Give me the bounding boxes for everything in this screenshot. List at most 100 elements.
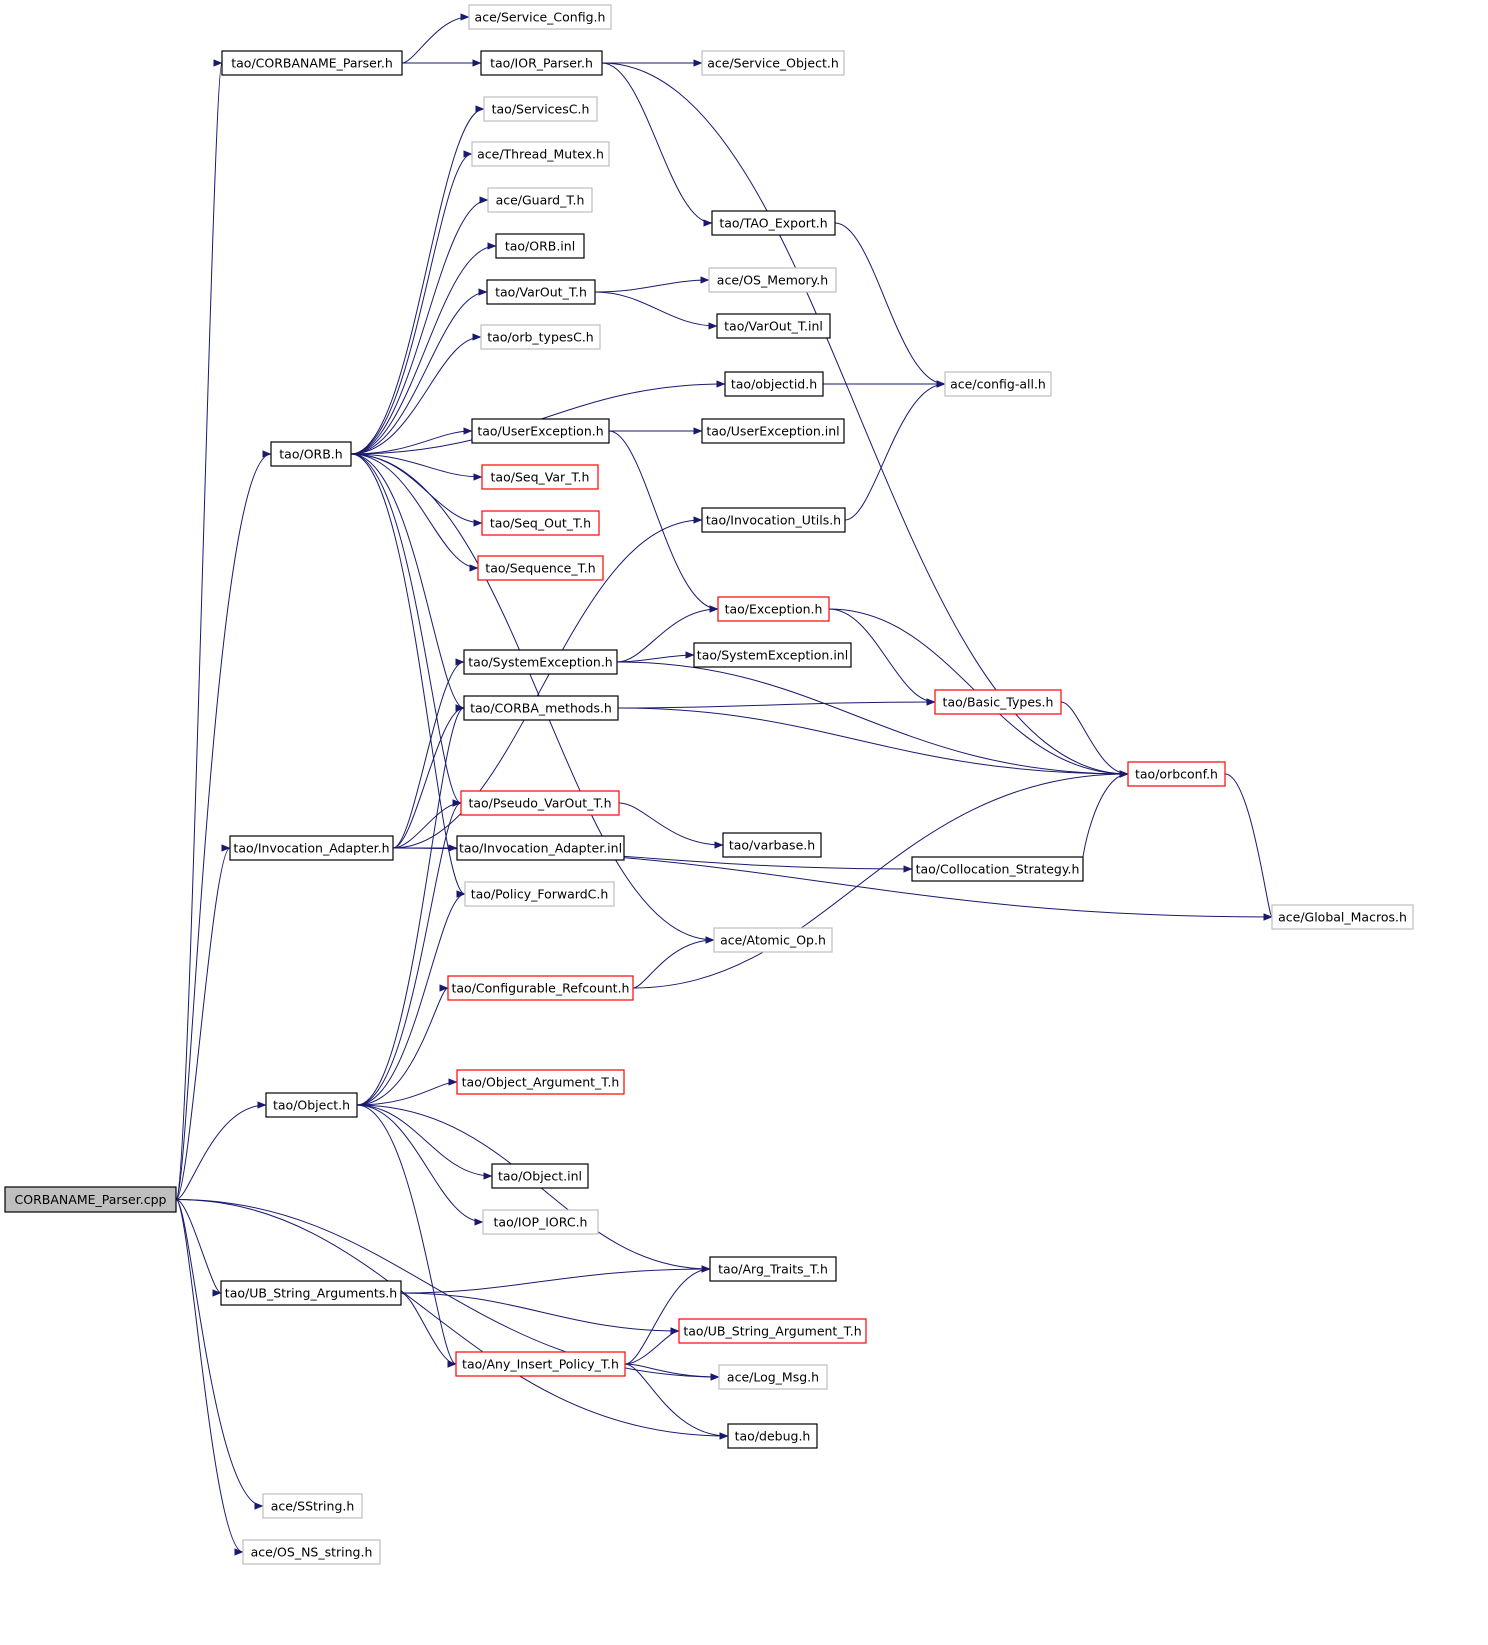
node-sstring[interactable]: ace/SString.h (262, 1493, 363, 1519)
node-label-exception_h: tao/Exception.h (725, 602, 823, 617)
node-debug_h[interactable]: tao/debug.h (727, 1423, 818, 1449)
node-systemexception_inl[interactable]: tao/SystemException.inl (693, 642, 852, 668)
node-box-global_macros (1271, 904, 1414, 930)
node-box-debug_h (727, 1423, 818, 1449)
node-box-invocation_adapter_inl (456, 835, 625, 861)
node-configurable_refcount[interactable]: tao/Configurable_Refcount.h (447, 975, 634, 1001)
node-box-config_all (944, 371, 1052, 397)
node-box-exception_h (717, 596, 830, 622)
node-userexception_inl[interactable]: tao/UserException.inl (701, 418, 845, 444)
edge-orb_h-to-thread_mutex (350, 150, 473, 455)
edge-corbaname_parser_h-to-service_config (401, 13, 470, 64)
node-label-tao_export: tao/TAO_Export.h (719, 216, 827, 231)
node-box-varout_t_h (486, 279, 596, 305)
edge-root-to-corbaname_parser_h (175, 60, 223, 1200)
node-any_insert_policy_t[interactable]: tao/Any_Insert_Policy_T.h (455, 1351, 626, 1377)
edge-root-to-orb_h (175, 450, 272, 1200)
node-label-orb_inl: tao/ORB.inl (505, 239, 575, 254)
node-label-pseudo_varout: tao/Pseudo_VarOut_T.h (468, 796, 611, 811)
node-box-arg_traits_t (709, 1256, 837, 1282)
edge-ior_parser-to-tao_export (601, 62, 713, 227)
node-sequence_t[interactable]: tao/Sequence_T.h (477, 555, 604, 581)
edge-invocation_utils-to-config_all (844, 380, 946, 521)
node-label-invocation_utils: tao/Invocation_Utils.h (706, 513, 841, 528)
node-invocation_adapter_h[interactable]: tao/Invocation_Adapter.h (229, 835, 394, 861)
node-systemexception_h[interactable]: tao/SystemException.h (463, 649, 618, 675)
node-os_ns_string[interactable]: ace/OS_NS_string.h (242, 1539, 381, 1565)
node-root[interactable]: CORBANAME_Parser.cpp (4, 1186, 177, 1213)
node-orbconf[interactable]: tao/orbconf.h (1127, 761, 1226, 787)
node-label-sequence_t: tao/Sequence_T.h (485, 561, 595, 576)
node-exception_h[interactable]: tao/Exception.h (717, 596, 830, 622)
node-label-ub_string_arguments: tao/UB_String_Arguments.h (225, 1286, 397, 1301)
edge-orb_h-to-orb_inl (350, 242, 497, 455)
node-ub_string_argument_t[interactable]: tao/UB_String_Argument_T.h (678, 1318, 867, 1344)
node-varbase[interactable]: tao/varbase.h (722, 832, 822, 858)
node-invocation_utils[interactable]: tao/Invocation_Utils.h (701, 507, 846, 533)
node-label-root: CORBANAME_Parser.cpp (15, 1192, 167, 1207)
edge-orb_h-to-orb_typesc (350, 333, 482, 455)
node-iop_iorc[interactable]: tao/IOP_IORC.h (482, 1209, 599, 1235)
node-basic_types[interactable]: tao/Basic_Types.h (934, 689, 1062, 715)
node-corbaname_parser_h[interactable]: tao/CORBANAME_Parser.h (221, 50, 403, 76)
node-box-service_config (468, 4, 612, 30)
node-tao_export[interactable]: tao/TAO_Export.h (711, 210, 836, 236)
node-policy_forwardc[interactable]: tao/Policy_ForwardC.h (464, 881, 615, 907)
node-os_memory[interactable]: ace/OS_Memory.h (708, 267, 837, 293)
node-log_msg[interactable]: ace/Log_Msg.h (718, 1364, 828, 1390)
node-box-userexception_h (471, 418, 610, 444)
node-label-policy_forwardc: tao/Policy_ForwardC.h (471, 887, 609, 902)
edge-orb_h-to-servicesc (350, 105, 485, 455)
node-varout_t_inl[interactable]: tao/VarOut_T.inl (716, 313, 831, 339)
node-object_h[interactable]: tao/Object.h (265, 1092, 358, 1118)
node-arg_traits_t[interactable]: tao/Arg_Traits_T.h (709, 1256, 837, 1282)
edge-ub_string_arguments-to-arg_traits_t (400, 1265, 711, 1294)
node-userexception_h[interactable]: tao/UserException.h (471, 418, 610, 444)
node-pseudo_varout[interactable]: tao/Pseudo_VarOut_T.h (460, 790, 620, 816)
node-collocation_strategy[interactable]: tao/Collocation_Strategy.h (911, 856, 1084, 882)
node-label-os_memory: ace/OS_Memory.h (717, 273, 828, 288)
node-thread_mutex[interactable]: ace/Thread_Mutex.h (471, 141, 610, 167)
node-label-guard_t: ace/Guard_T.h (496, 193, 585, 208)
node-object_inl[interactable]: tao/Object.inl (491, 1163, 589, 1189)
edge-object_h-to-corba_methods (356, 704, 465, 1106)
node-corba_methods[interactable]: tao/CORBA_methods.h (463, 695, 619, 721)
node-service_config[interactable]: ace/Service_Config.h (468, 4, 612, 30)
node-label-debug_h: tao/debug.h (735, 1429, 811, 1444)
node-ub_string_arguments[interactable]: tao/UB_String_Arguments.h (220, 1280, 402, 1306)
node-global_macros[interactable]: ace/Global_Macros.h (1271, 904, 1414, 930)
node-box-atomic_op (713, 927, 833, 953)
edge-collocation_strategy-to-orbconf (1081, 770, 1129, 870)
node-seq_var_t[interactable]: tao/Seq_Var_T.h (481, 464, 599, 490)
node-atomic_op[interactable]: ace/Atomic_Op.h (713, 927, 833, 953)
node-box-log_msg (718, 1364, 828, 1390)
node-label-config_all: ace/config-all.h (950, 377, 1046, 392)
node-seq_out_t[interactable]: tao/Seq_Out_T.h (481, 510, 600, 536)
node-orb_inl[interactable]: tao/ORB.inl (495, 233, 585, 259)
node-servicesc[interactable]: tao/ServicesC.h (483, 96, 598, 122)
node-invocation_adapter_inl[interactable]: tao/Invocation_Adapter.inl (456, 835, 625, 861)
node-service_object[interactable]: ace/Service_Object.h (701, 50, 845, 76)
edge-invocation_adapter_h-to-pseudo_varout (392, 799, 462, 849)
node-orb_typesc[interactable]: tao/orb_typesC.h (480, 324, 601, 350)
node-box-corba_methods (463, 695, 619, 721)
node-box-iop_iorc (482, 1209, 599, 1235)
node-ior_parser[interactable]: tao/IOR_Parser.h (480, 50, 603, 76)
edge-object_h-to-configurable_refcount (356, 984, 449, 1106)
node-box-object_h (265, 1092, 358, 1118)
node-config_all[interactable]: ace/config-all.h (944, 371, 1052, 397)
edge-invocation_adapter_h-to-systemexception_h (392, 658, 465, 849)
node-label-corbaname_parser_h: tao/CORBANAME_Parser.h (231, 56, 393, 71)
node-objectid[interactable]: tao/objectid.h (724, 371, 824, 397)
node-orb_h[interactable]: tao/ORB.h (270, 441, 352, 467)
node-object_argument_t[interactable]: tao/Object_Argument_T.h (456, 1069, 625, 1095)
node-box-object_inl (491, 1163, 589, 1189)
node-box-systemexception_inl (693, 642, 852, 668)
edge-object_h-to-policy_forwardc (356, 890, 466, 1106)
node-guard_t[interactable]: ace/Guard_T.h (487, 187, 593, 213)
edge-orb_h-to-sequence_t (350, 453, 479, 572)
node-box-ub_string_arguments (220, 1280, 402, 1306)
edge-layer (175, 13, 1273, 1556)
node-label-ub_string_argument_t: tao/UB_String_Argument_T.h (683, 1324, 861, 1339)
node-varout_t_h[interactable]: tao/VarOut_T.h (486, 279, 596, 305)
